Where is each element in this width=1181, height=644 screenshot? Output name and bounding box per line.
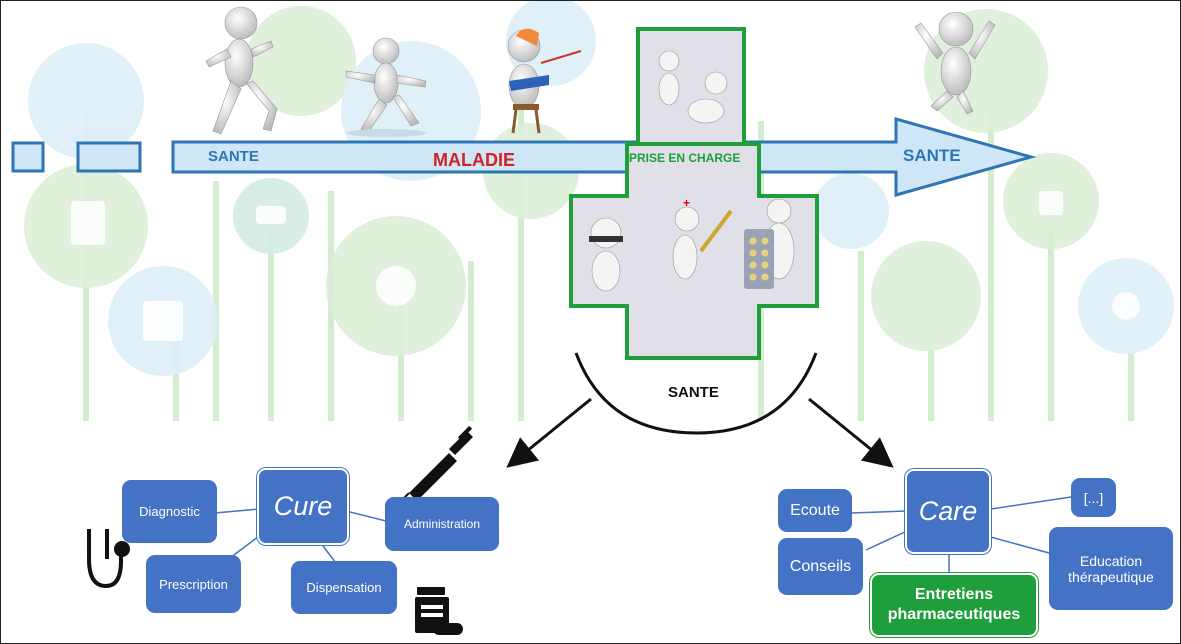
cure-item-prescription: Prescription <box>146 555 241 613</box>
care-item-ecoute: Ecoute <box>778 489 852 532</box>
sick-figure <box>507 28 582 134</box>
cure-item-dispensation: Dispensation <box>291 561 397 614</box>
care-item-conseils: Conseils <box>778 538 863 595</box>
jumping-figure <box>914 11 996 115</box>
pill-bottle-icon <box>415 587 463 635</box>
care-item-entretiens: Entretiens pharmaceutiques <box>870 573 1038 637</box>
cure-item-administration: Administration <box>385 497 499 551</box>
timeline-label-sante-end: SANTE <box>903 146 961 165</box>
cure-center: Cure <box>257 468 349 545</box>
bowl-label: SANTE <box>668 384 719 401</box>
care-item-ellipsis: [...] <box>1071 478 1116 517</box>
care-center: Care <box>905 469 991 554</box>
timeline-label-prise-en-charge: PRISE EN CHARGE <box>629 151 741 165</box>
stethoscope-icon <box>87 529 130 589</box>
svg-text:+: + <box>683 196 690 210</box>
cure-item-diagnostic: Diagnostic <box>122 480 217 543</box>
timeline-label-sante-start: SANTE <box>208 148 259 165</box>
stumbling-figure <box>345 37 427 137</box>
care-item-education: Education thérapeutique <box>1049 527 1173 610</box>
timeline-label-maladie: MALADIE <box>433 150 515 170</box>
syringe-icon <box>398 425 473 504</box>
runner-figure <box>205 6 278 135</box>
